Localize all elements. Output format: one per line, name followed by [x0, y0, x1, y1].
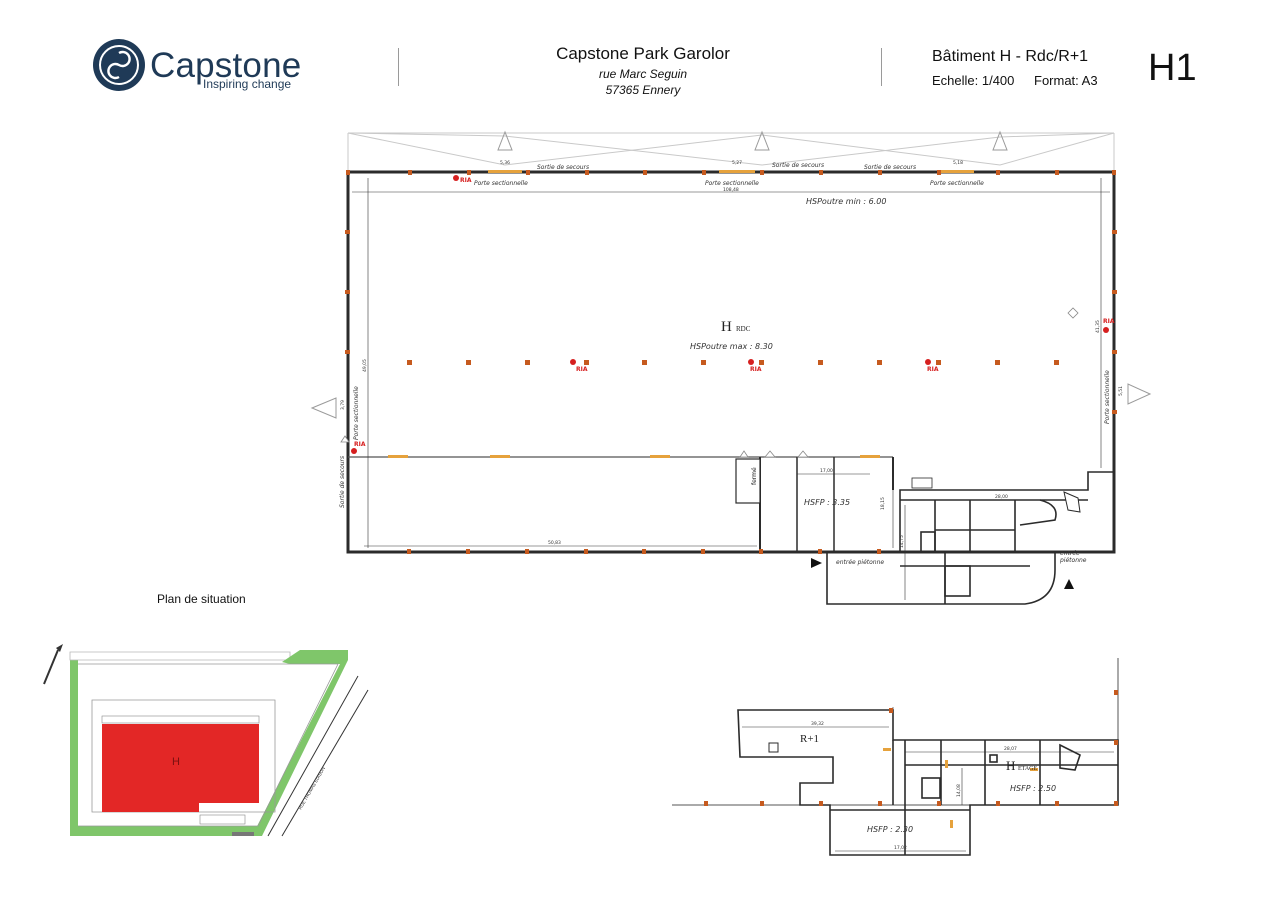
- dim-right-height: 41,35: [1095, 320, 1101, 333]
- entry-arrow-icon: [1064, 579, 1074, 589]
- header-divider-left: [398, 48, 399, 86]
- hsfp-upper-label: HSFP : 2.50: [1010, 784, 1056, 793]
- r1-label: R+1: [800, 733, 819, 745]
- r1-pillars: [704, 690, 1118, 806]
- site-name: Capstone Park Garolor: [556, 44, 730, 63]
- r1-dimension-lines: [742, 726, 1114, 852]
- emergency-exit-label: Sortie de secours: [772, 162, 824, 169]
- header-divider-right: [881, 48, 882, 86]
- ria-label: RIA: [750, 366, 762, 373]
- pedestrian-entry-right-2: piétonne: [1059, 557, 1087, 564]
- dimension-lines: [352, 178, 1110, 600]
- dim-exit-3: 5,18: [953, 160, 963, 166]
- hs-min-label: HSPoutre min : 6.00: [806, 197, 886, 206]
- pedestrian-entry-right-1: entrée: [1060, 550, 1080, 557]
- situation-building-label: H: [172, 756, 180, 768]
- rdc-sub-label: RDC: [736, 325, 751, 333]
- sectional-door-label: Porte sectionnelle: [930, 180, 984, 187]
- r1-walls: [737, 709, 1119, 856]
- pillars: [345, 170, 1117, 554]
- building-title: Bâtiment H - Rdc/R+1: [932, 48, 1089, 65]
- stair-icon: [1063, 491, 1081, 513]
- ria-label: RIA: [460, 177, 472, 184]
- dim-right-door: 5,51: [1118, 386, 1124, 396]
- closed-room: [735, 458, 761, 504]
- dim-office-width: 17,00: [820, 468, 833, 474]
- dim-total-width: 108,48: [723, 187, 739, 193]
- site-outline: [78, 663, 339, 827]
- r1-dim-side: 14,08: [956, 784, 962, 797]
- door-marks: [340, 307, 1079, 458]
- rdc-h-label: H: [721, 319, 732, 335]
- dim-left-door: 3,79: [340, 400, 346, 410]
- emergency-exit-left-label: Sortie de secours: [339, 456, 346, 508]
- hs-max-label: HSPoutre max : 8.30: [690, 342, 773, 351]
- plan-rdc: RIA RIA RIA RIA RIA RIA H RDC HSPoutre m…: [310, 130, 1152, 605]
- site-city: 57365 Ennery: [605, 83, 681, 97]
- site-street: rue Marc Seguin: [598, 67, 688, 81]
- hsfp-low-label: HSFP : 3.35: [804, 498, 850, 507]
- r1-dim-top: 39,32: [811, 721, 824, 727]
- dim-exit-1: 5,36: [500, 160, 510, 166]
- dim-office2-width: 28,00: [995, 494, 1008, 500]
- r1-sub-label: ETAGE: [1018, 766, 1038, 772]
- doors-top: [388, 170, 974, 458]
- situation-title: Plan de situation: [157, 592, 246, 606]
- r1-dim-bottom: 17,02: [894, 845, 907, 851]
- sectional-door-label: Porte sectionnelle: [474, 180, 528, 187]
- plan-r1: R+1 H ETAGE HSFP : 2.50 HSFP : 2.30 39,3…: [672, 658, 1119, 856]
- brand-name: Capstone: [150, 46, 302, 85]
- dim-office-height: 18,15: [880, 497, 886, 510]
- r1-dim-right-top: 28,07: [1004, 746, 1017, 752]
- emergency-exit-label: Sortie de secours: [864, 164, 916, 171]
- building-h-footprint: [102, 724, 259, 812]
- ria-label: RIA: [927, 366, 939, 373]
- ria-points: [351, 175, 1109, 454]
- capstone-logo-icon: [93, 39, 145, 91]
- sheet-code: H1: [1148, 47, 1197, 89]
- street-label: RUE THOMAS EDISON: [298, 766, 327, 810]
- closed-room-label: fermé: [751, 467, 758, 485]
- format-label: Format: A3: [1034, 73, 1098, 88]
- scale-label: Echelle: 1/400: [932, 73, 1015, 88]
- street-lines: [267, 675, 369, 837]
- ria-label: RIA: [354, 441, 366, 448]
- entry-arrow-icon: [811, 558, 822, 568]
- sectional-door-right-label: Porte sectionnelle: [1104, 370, 1111, 424]
- sectional-door-left-label: Porte sectionnelle: [353, 386, 360, 440]
- dim-office2-height: 14,75: [899, 535, 905, 548]
- site-triangles: [310, 130, 1152, 419]
- r1-h-label: H: [1006, 758, 1015, 773]
- r1-doors: [883, 748, 1038, 828]
- north-arrow-icon: [43, 649, 59, 685]
- site-guide-lines: [347, 132, 1115, 172]
- dim-exit-2: 5,27: [732, 160, 742, 166]
- dim-bottom: 50,83: [548, 540, 561, 546]
- hsfp-lower-label: HSFP : 2.30: [867, 825, 913, 834]
- ria-label: RIA: [576, 366, 588, 373]
- dim-left-height: 49,05: [362, 359, 368, 372]
- situation-plan: H RUE THOMAS EDISON: [43, 644, 369, 837]
- emergency-exit-label: Sortie de secours: [537, 164, 589, 171]
- brand-tagline: Inspiring change: [203, 77, 292, 91]
- ria-label: RIA: [1103, 318, 1115, 325]
- pedestrian-entry-label: entrée piétonne: [836, 559, 884, 566]
- sectional-door-label: Porte sectionnelle: [705, 180, 759, 187]
